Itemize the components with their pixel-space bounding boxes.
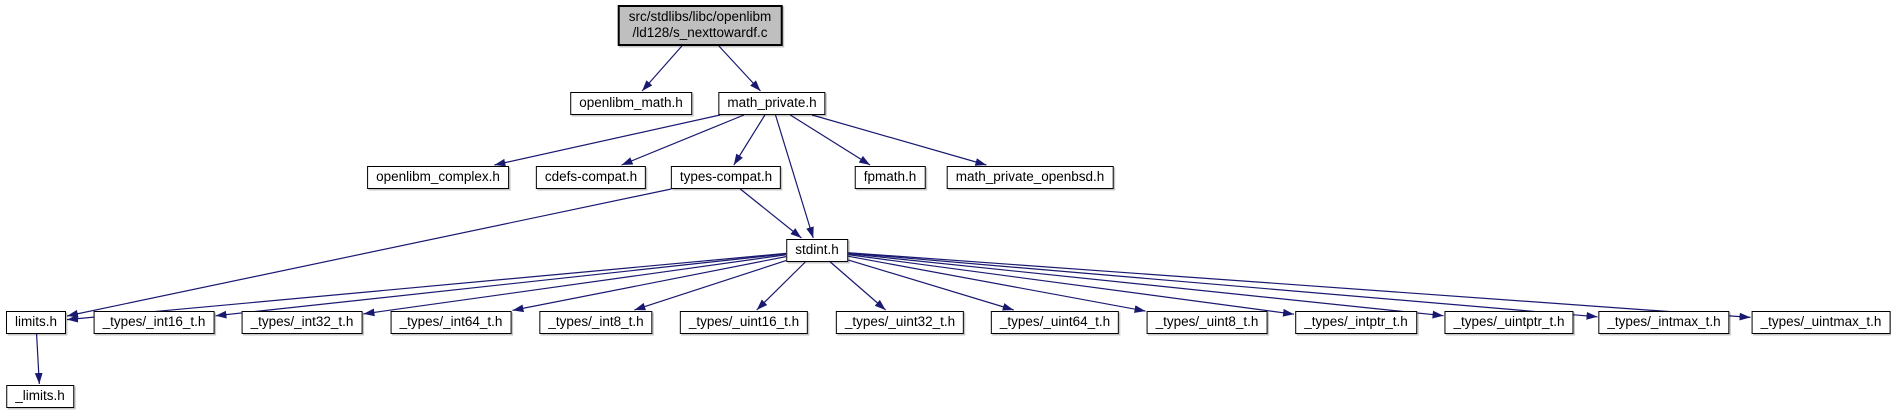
- edge-types_compat-stdint: [739, 188, 802, 239]
- edge-root-math_private: [718, 45, 761, 92]
- edge-stdint-uintptr: [847, 253, 1444, 319]
- edge-stdint-intptr: [847, 254, 1295, 317]
- edge-math_private-openlibm_complex: [494, 114, 721, 167]
- edge-math_private-fpmath: [789, 114, 871, 166]
- node-limits_private[interactable]: _limits.h: [6, 385, 74, 408]
- node-int16[interactable]: _types/_int16_t.h: [93, 311, 215, 334]
- edge-stdint-int32: [363, 254, 787, 317]
- edge-stdint-int16: [215, 253, 787, 319]
- node-intmax[interactable]: _types/_intmax_t.h: [1598, 311, 1730, 334]
- edge-stdint-intmax: [847, 252, 1598, 320]
- node-types_compat[interactable]: types-compat.h: [670, 166, 782, 189]
- edge-stdint-uint64: [847, 259, 1014, 311]
- node-uint64[interactable]: _types/_uint64_t.h: [990, 311, 1120, 334]
- node-stdint[interactable]: stdint.h: [786, 239, 848, 262]
- node-cdefs_compat[interactable]: cdefs-compat.h: [535, 166, 647, 189]
- node-int64[interactable]: _types/_int64_t.h: [390, 311, 512, 334]
- node-openlibm_math[interactable]: openlibm_math.h: [570, 92, 692, 115]
- node-fpmath[interactable]: fpmath.h: [854, 166, 926, 189]
- node-uint8[interactable]: _types/_uint8_t.h: [1146, 311, 1268, 334]
- edge-math_private-stdint: [774, 114, 814, 239]
- edge-stdint-int8: [634, 260, 787, 311]
- edge-stdint-uintmax: [847, 252, 1751, 321]
- edge-math_private-types_compat: [733, 114, 766, 166]
- edge-math_private-math_private_openbsd: [811, 114, 987, 166]
- node-root: src/stdlibs/libc/openlibm /ld128/s_nextt…: [617, 5, 783, 46]
- node-uint16[interactable]: _types/_uint16_t.h: [679, 311, 809, 334]
- node-math_private[interactable]: math_private.h: [718, 92, 826, 115]
- node-int32[interactable]: _types/_int32_t.h: [241, 311, 363, 334]
- node-math_private_openbsd[interactable]: math_private_openbsd.h: [946, 166, 1114, 189]
- edge-root-openlibm_math: [641, 45, 683, 92]
- edge-stdint-uint16: [756, 261, 806, 311]
- edge-stdint-int64: [512, 256, 787, 313]
- node-openlibm_complex[interactable]: openlibm_complex.h: [367, 166, 509, 189]
- edge-stdint-uint32: [829, 261, 886, 311]
- node-limits[interactable]: limits.h: [5, 311, 67, 334]
- edge-types_compat-limits: [66, 188, 672, 318]
- edge-math_private-cdefs_compat: [621, 114, 745, 166]
- edge-stdint-uint8: [847, 255, 1146, 313]
- node-intptr[interactable]: _types/_intptr_t.h: [1295, 311, 1417, 334]
- node-uintptr[interactable]: _types/_uintptr_t.h: [1444, 311, 1574, 334]
- node-uint32[interactable]: _types/_uint32_t.h: [835, 311, 965, 334]
- node-int8[interactable]: _types/_int8_t.h: [539, 311, 653, 334]
- node-uintmax[interactable]: _types/_uintmax_t.h: [1751, 311, 1891, 334]
- edge-stdint-limits: [66, 252, 787, 323]
- edge-limits-limits_private: [34, 333, 43, 385]
